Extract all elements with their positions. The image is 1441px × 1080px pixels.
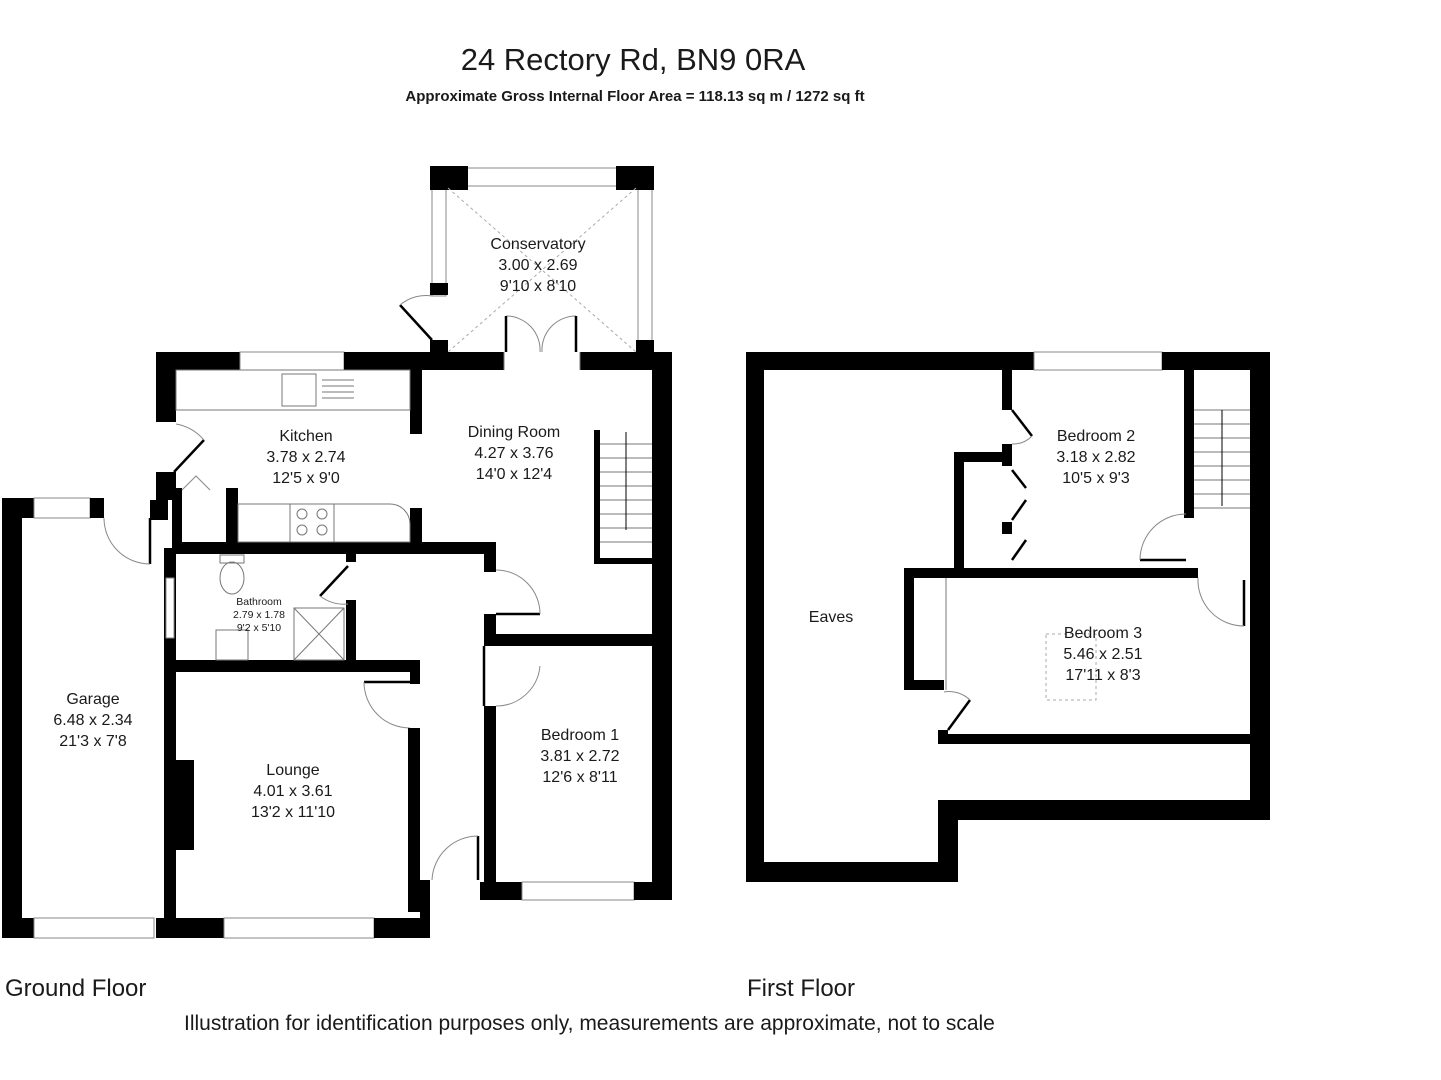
bathroom-imperial: 9'2 x 5'10 [237,622,281,634]
dining-room-imperial: 14'0 x 12'4 [476,466,552,483]
bedroom-2-name: Bedroom 2 [1057,428,1135,445]
kitchen-metric: 3.78 x 2.74 [266,449,345,466]
garage-name: Garage [66,691,119,708]
bedroom-1-name: Bedroom 1 [541,727,619,744]
ground-stairs [600,432,652,543]
bathroom-metric: 2.79 x 1.78 [233,609,285,621]
floor-area-subtitle: Approximate Gross Internal Floor Area = … [405,88,865,105]
main-house-walls [2,315,672,939]
bedroom-1-imperial: 12'6 x 8'11 [542,769,617,786]
conservatory-imperial: 9'10 x 8'10 [500,278,576,295]
dining-room-name: Dining Room [468,424,560,441]
garage-imperial: 21'3 x 7'8 [59,733,127,750]
kitchen-name: Kitchen [279,428,332,445]
bedroom-2-metric: 3.18 x 2.82 [1056,449,1135,466]
bedroom-3-metric: 5.46 x 2.51 [1063,646,1142,663]
lounge-metric: 4.01 x 3.61 [253,783,332,800]
first-floor-label: First Floor [747,975,855,1002]
conservatory-name: Conservatory [490,236,585,253]
first-floor-stairs [1194,409,1250,509]
kitchen-imperial: 12'5 x 9'0 [272,470,340,487]
bathroom-name: Bathroom [236,596,282,608]
bedroom-3-imperial: 17'11 x 8'3 [1065,667,1140,684]
first-floor-plan: Eaves Bedroom 2 3.18 x 2.82 10'5 x 9'3 B… [746,351,1270,882]
disclaimer-text: Illustration for identification purposes… [184,1012,995,1035]
bedroom-3-name: Bedroom 3 [1064,625,1142,642]
conservatory-metric: 3.00 x 2.69 [498,257,577,274]
lounge-imperial: 13'2 x 11'10 [251,804,335,821]
conservatory-walls [399,166,654,354]
bedroom-1-metric: 3.81 x 2.72 [540,748,619,765]
ground-floor-plan: Conservatory 3.00 x 2.69 9'10 x 8'10 Kit… [2,166,672,939]
bedroom-2-imperial: 10'5 x 9'3 [1062,470,1130,487]
ground-floor-label: Ground Floor [5,975,147,1002]
eaves-name: Eaves [809,609,853,626]
dining-room-metric: 4.27 x 3.76 [474,445,553,462]
garage-metric: 6.48 x 2.34 [53,712,132,729]
property-address-title: 24 Rectory Rd, BN9 0RA [460,42,806,77]
lounge-name: Lounge [266,762,319,779]
